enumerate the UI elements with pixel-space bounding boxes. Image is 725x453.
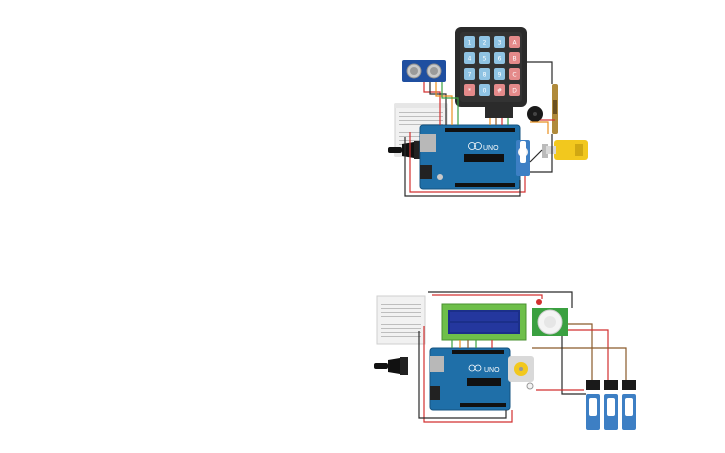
- servo-2[interactable]: [604, 380, 618, 430]
- keypad-key-label: 3: [498, 40, 502, 47]
- keypad-key-5[interactable]: [479, 52, 490, 64]
- keypad-key-8[interactable]: [479, 68, 490, 80]
- breadboard[interactable]: [376, 295, 426, 345]
- arduino-uno[interactable]: UNO: [419, 124, 521, 190]
- keypad-key-#[interactable]: [494, 84, 505, 96]
- keypad-key-4[interactable]: [464, 52, 475, 64]
- circuit-bottom[interactable]: UNO: [372, 286, 642, 436]
- circuit-top[interactable]: UNO 1 2 3 A 4 5 6 B 7 8 9 C * 0 # D: [380, 22, 610, 202]
- keypad-key-D[interactable]: [509, 84, 520, 96]
- board-label: UNO: [483, 145, 499, 152]
- keypad-key-label: 6: [498, 56, 502, 63]
- potentiometer[interactable]: [552, 84, 558, 134]
- keypad-key-2[interactable]: [479, 36, 490, 48]
- keypad-key-6[interactable]: [494, 52, 505, 64]
- power-jack[interactable]: [374, 357, 408, 375]
- keypad-key-label: 1: [468, 40, 472, 47]
- keypad-key-label: 8: [483, 72, 487, 79]
- photoresistor[interactable]: [536, 299, 542, 305]
- keypad-key-label: 4: [468, 56, 472, 63]
- keypad-key-label: 9: [498, 72, 502, 79]
- keypad-key-label: B: [512, 56, 516, 63]
- keypad-key-label: C: [512, 72, 516, 79]
- keypad-key-1[interactable]: [464, 36, 475, 48]
- keypad-key-label: A: [512, 40, 517, 47]
- pir-sensor[interactable]: [532, 308, 568, 336]
- keypad-key-label: 7: [468, 72, 472, 79]
- wires: [418, 291, 627, 423]
- board-label: UNO: [484, 367, 500, 374]
- keypad-key-label: *: [468, 88, 471, 95]
- keypad-key-label: 0: [483, 88, 487, 95]
- keypad-key-A[interactable]: [509, 36, 520, 48]
- servo-1[interactable]: [586, 380, 600, 430]
- keypad-key-C[interactable]: [509, 68, 520, 80]
- keypad-key-*[interactable]: [464, 84, 475, 96]
- keypad-key-0[interactable]: [479, 84, 490, 96]
- buzzer[interactable]: [527, 106, 543, 122]
- keypad-key-B[interactable]: [509, 52, 520, 64]
- wires: [404, 61, 555, 197]
- servo[interactable]: [516, 140, 530, 176]
- dc-motor[interactable]: [508, 356, 534, 390]
- arduino-uno[interactable]: UNO: [429, 347, 511, 411]
- ultrasonic-sensor[interactable]: [402, 60, 446, 82]
- lcd[interactable]: [441, 303, 527, 341]
- keypad-key-3[interactable]: [494, 36, 505, 48]
- dc-motor[interactable]: [542, 140, 588, 160]
- keypad[interactable]: 1 2 3 A 4 5 6 B 7 8 9 C * 0 # D: [455, 27, 527, 118]
- keypad-key-label: D: [512, 88, 517, 95]
- servo-3[interactable]: [622, 380, 636, 430]
- keypad-key-label: #: [497, 88, 502, 95]
- keypad-key-7[interactable]: [464, 68, 475, 80]
- keypad-key-label: 2: [483, 40, 487, 47]
- keypad-key-9[interactable]: [494, 68, 505, 80]
- keypad-key-label: 5: [483, 56, 487, 63]
